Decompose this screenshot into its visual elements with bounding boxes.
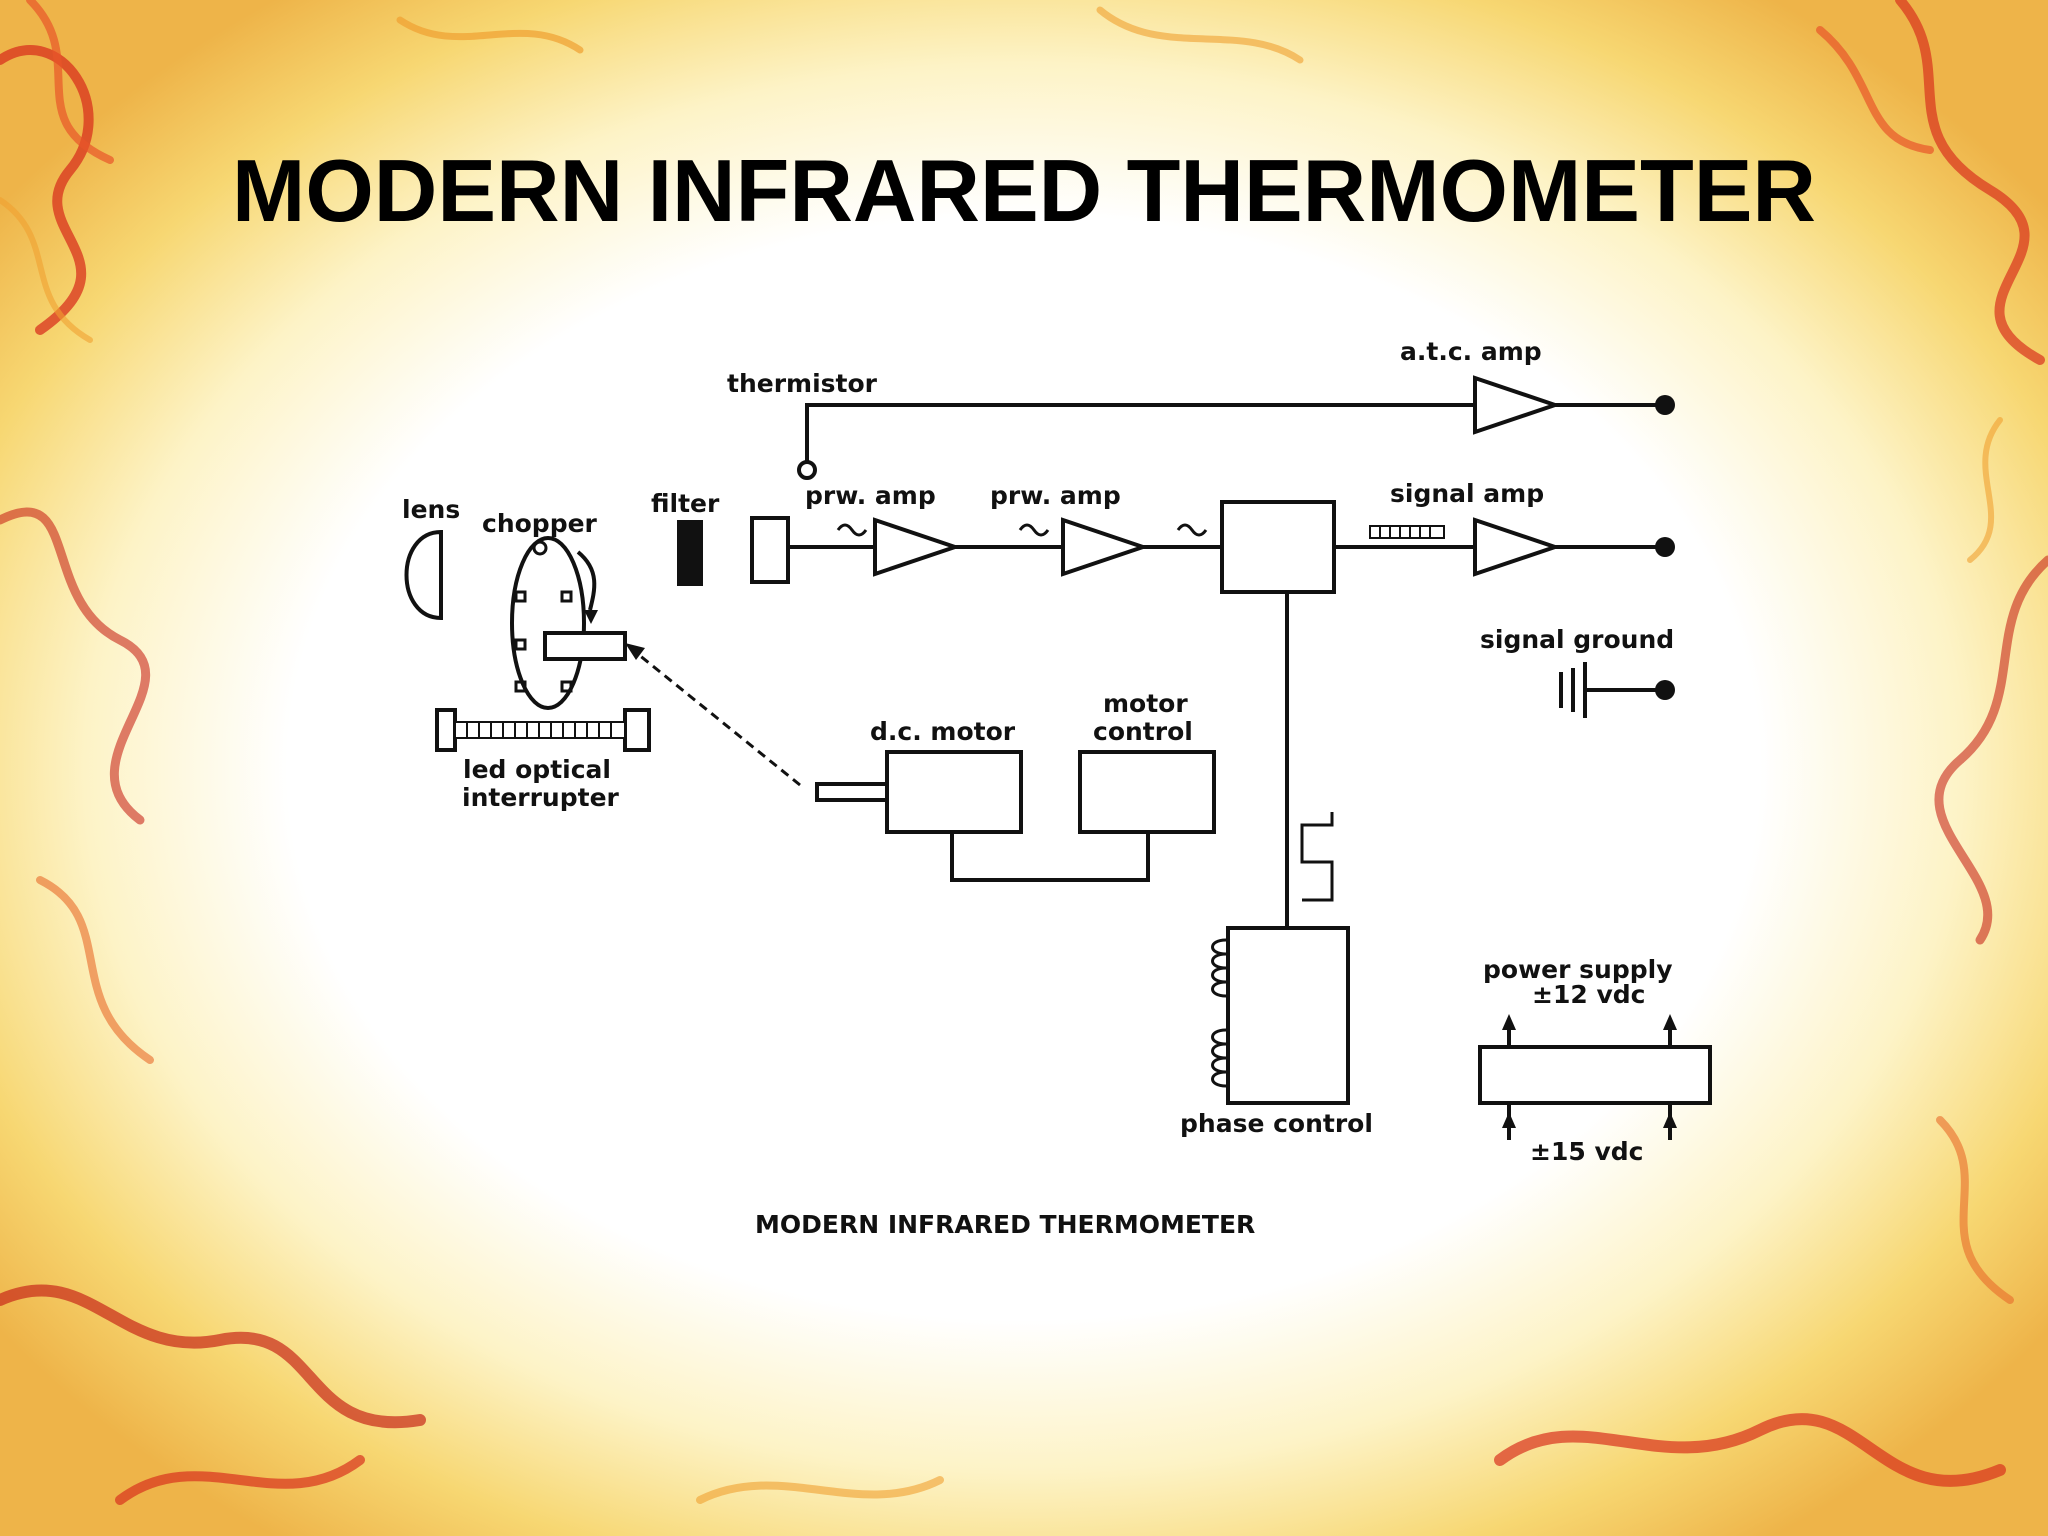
label-thermistor: thermistor [727,369,878,398]
lens: lens [402,495,460,621]
label-led-optical: led optical [463,755,611,784]
signal-output-terminal [1655,537,1675,557]
slide-title: MODERN INFRARED THERMOMETER [232,141,1816,240]
label-filter: filter [651,489,720,518]
label-signal-ground: signal ground [1480,625,1674,654]
filter: filter [651,489,720,586]
label-control: control [1093,717,1193,746]
phase-control-box [1226,926,1350,1105]
atc-output-terminal [1655,395,1675,415]
thermistor-branch: thermistor [727,369,1475,480]
power-supply-box [1478,1045,1712,1105]
signal-ground: signal ground [1480,625,1675,718]
label-signal-amp: signal amp [1390,479,1544,508]
signal-path: prw. amp prw. amp signal amp [788,479,1675,594]
chopper: chopper [482,509,627,710]
diagram-caption: MODERN INFRARED THERMOMETER [755,1210,1255,1239]
label-lens: lens [402,495,460,524]
label-power-supply: power supply [1483,955,1673,984]
label-chopper: chopper [482,509,598,538]
label-prw-amp-1: prw. amp [805,481,936,510]
label-atc-amp: a.t.c. amp [1400,337,1542,366]
label-12vdc: ±12 vdc [1532,980,1645,1009]
power-supply: power supply ±12 vdc ±15 vdc [1478,955,1712,1166]
label-dc-motor: d.c. motor [870,717,1016,746]
led-optical-interrupter: led optical interrupter [435,708,651,812]
label-prw-amp-2: prw. amp [990,481,1121,510]
phase-control: phase control [1180,592,1373,1138]
motor-section: d.c. motor motor control [625,643,1216,882]
dc-motor-box [885,750,1023,834]
atc-amp: a.t.c. amp [1400,337,1675,435]
label-phase-control: phase control [1180,1109,1373,1138]
demodulator-box [1220,500,1336,594]
thermistor-sensor [797,460,817,480]
detector [750,516,790,584]
label-interrupter: interrupter [462,783,620,812]
ground-terminal [1655,680,1675,700]
motor-control-box [1078,750,1216,834]
label-motor: motor [1103,689,1188,718]
label-15vdc: ±15 vdc [1530,1137,1643,1166]
